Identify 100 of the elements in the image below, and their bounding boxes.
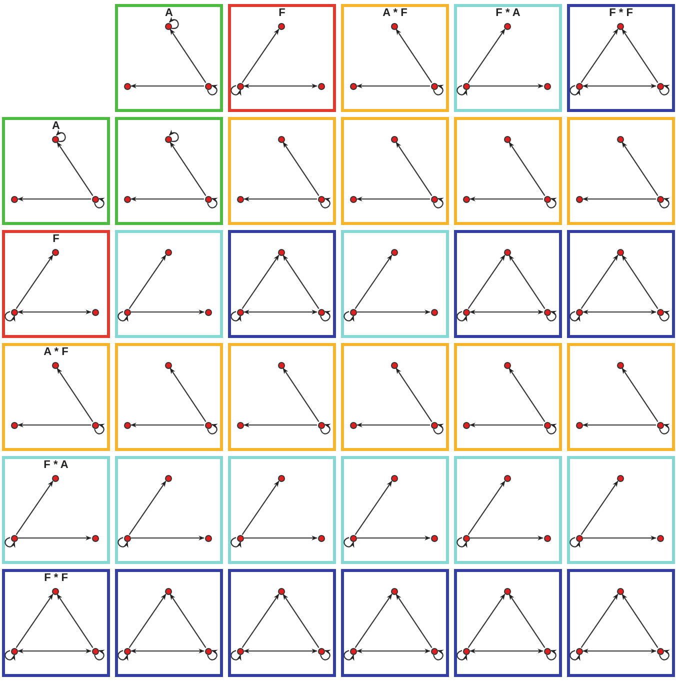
loop-arrow [546, 311, 557, 322]
graph-node-dot [278, 474, 284, 482]
graph-node-dot [10, 422, 18, 428]
graph-node-dot [164, 362, 172, 368]
graph-node-dot [164, 136, 172, 142]
graph-node-dot [430, 308, 438, 316]
loop-arrow [659, 198, 670, 208]
graph-panel [567, 456, 675, 564]
arrow [622, 594, 658, 648]
graph-node-dot [92, 422, 98, 428]
arrow [468, 480, 506, 535]
graph-node-dot [278, 248, 284, 256]
graph-node-dot [544, 308, 550, 316]
arrow [580, 594, 618, 648]
graph-panel [567, 569, 675, 677]
graph-panel [454, 456, 562, 564]
double-arrow [243, 84, 318, 88]
graph-node-dot [10, 534, 18, 542]
arrow [470, 536, 544, 540]
double-arrow [17, 310, 92, 314]
graph-node-dot [92, 196, 98, 202]
arrow [170, 368, 206, 422]
graph-node-dot [462, 82, 470, 90]
graph-node-dot [656, 422, 664, 428]
arrow [582, 196, 656, 202]
graph-node-dot [504, 362, 510, 368]
graph-node-dot [576, 308, 582, 316]
graph-node-dot [52, 362, 58, 368]
graph-panel [341, 117, 449, 225]
graph-node-dot [236, 534, 244, 542]
graph-node-dot [390, 474, 398, 482]
arrow [580, 254, 618, 309]
loop-arrow [659, 650, 670, 660]
arrow [622, 368, 658, 422]
graph-node-dot [544, 648, 550, 654]
graph-node-dot [52, 136, 58, 142]
graph-node-dot [92, 308, 98, 316]
graph-node-dot [390, 248, 398, 256]
graph-node-dot [430, 196, 438, 202]
arrow [131, 536, 205, 540]
graph-node-dot [318, 308, 324, 316]
double-arrow [356, 648, 431, 654]
graph-panel [115, 569, 223, 677]
graph-node-dot [656, 308, 664, 316]
loop-arrow [207, 198, 218, 208]
graph-panel [2, 230, 110, 338]
arrow [56, 142, 94, 196]
double-arrow [582, 310, 657, 314]
graph-panel [228, 569, 336, 677]
graph-node-dot [350, 648, 356, 654]
graph-panel [2, 117, 110, 225]
graph-node-dot [462, 534, 470, 542]
graph-node-dot [204, 648, 212, 654]
loop-arrow [570, 650, 580, 661]
double-arrow [130, 648, 205, 654]
arrow [131, 310, 205, 314]
graph-node-dot [124, 82, 130, 90]
graph-node-dot [544, 422, 550, 428]
graph-node-dot [390, 362, 398, 368]
graph-node-dot [504, 136, 510, 142]
graph-panel [341, 343, 449, 451]
arrow [508, 368, 546, 422]
arrow [396, 142, 432, 196]
header-label: F * A [494, 7, 522, 20]
loop-arrow [168, 16, 179, 29]
graph-node-dot [390, 136, 398, 142]
loop-arrow [546, 424, 557, 434]
graph-node-dot [164, 248, 172, 256]
graph-node-dot [430, 648, 438, 654]
double-arrow [469, 648, 544, 654]
loop-arrow [94, 650, 105, 660]
loop-arrow [344, 311, 354, 322]
arrow [508, 254, 546, 309]
graph-node-dot [544, 196, 550, 202]
graph-node-dot [204, 82, 212, 90]
graph-node-dot [576, 196, 582, 202]
graph-node-dot [350, 534, 356, 542]
header-label: A * F [382, 7, 408, 20]
graph-node-dot [318, 648, 324, 654]
loop-arrow [433, 650, 444, 660]
arrow [243, 196, 317, 202]
arrow [242, 594, 280, 648]
graph-node-dot [52, 588, 58, 594]
loop-arrow [56, 130, 66, 142]
graph-node-dot [430, 82, 438, 90]
graph-node-dot [656, 534, 664, 542]
loop-arrow [456, 537, 467, 548]
loop-arrow [118, 650, 128, 661]
arrow [130, 196, 204, 202]
loop-arrow [94, 198, 105, 208]
loop-arrow [456, 311, 467, 322]
arrow [469, 196, 543, 202]
loop-arrow [94, 424, 105, 434]
graph-node-dot [462, 196, 470, 202]
graph-panel [2, 456, 110, 564]
graph-node-dot [10, 648, 18, 654]
graph-node-dot [236, 422, 244, 428]
header-label: F [278, 7, 286, 20]
loop-arrow [320, 424, 331, 434]
loop-arrow [230, 85, 241, 96]
